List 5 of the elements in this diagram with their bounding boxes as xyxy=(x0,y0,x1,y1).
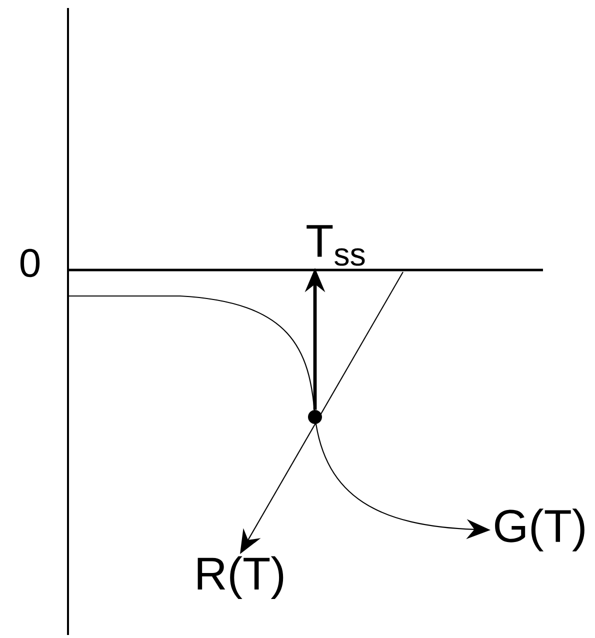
curve-label: T$_{ss}$ xyxy=(306,225,365,266)
curve-label: R(T) xyxy=(198,556,284,600)
intersection-dot xyxy=(308,410,322,424)
curve-label: G(T) xyxy=(495,508,584,552)
axis-label: 0 xyxy=(20,248,40,278)
